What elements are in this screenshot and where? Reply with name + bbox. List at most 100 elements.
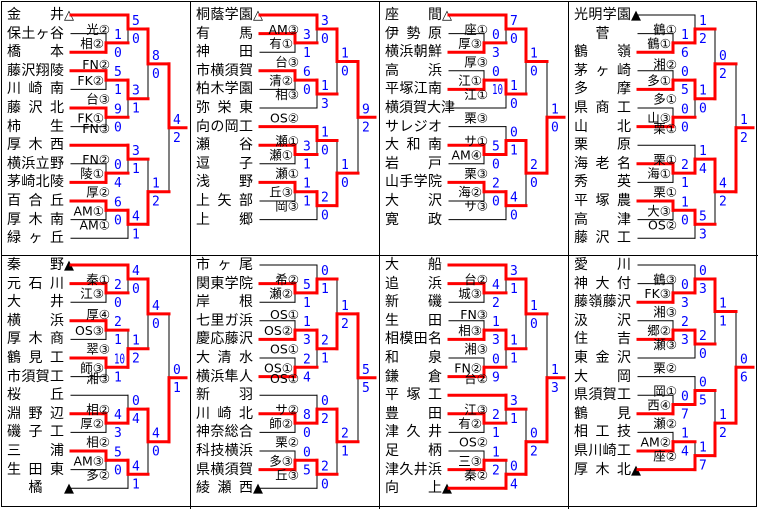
top-score: 3 (303, 28, 311, 43)
team-entry: 大岡 (574, 368, 631, 386)
umpire-label: 湘③ (464, 342, 488, 357)
top-score: 0 (699, 376, 707, 391)
top-score: 1 (699, 144, 707, 159)
team-name: 元石川 (7, 275, 64, 292)
bottom-score: 1 (321, 282, 329, 297)
team-name: 逗子 (196, 155, 253, 172)
team-entry: 大清水 (196, 349, 253, 367)
team-entry: 栗原 (574, 136, 631, 154)
top-score: 1 (152, 177, 160, 192)
bottom-score: 0 (114, 296, 122, 311)
top-score: 1 (341, 299, 349, 314)
bottom-score: 0 (114, 46, 122, 61)
team-name: 瀬谷 (196, 137, 253, 154)
seed-mark: ▲ (64, 258, 74, 273)
bottom-score: 5 (303, 463, 311, 478)
team-name: 鶴見工 (7, 350, 64, 366)
umpire-label: 西④ (647, 398, 671, 413)
team-name: 相模田名 (385, 331, 442, 348)
team-name: 足柄 (385, 443, 442, 459)
bottom-score: 1 (510, 352, 518, 367)
bottom-score: 2 (341, 317, 349, 332)
top-score: 4 (152, 427, 160, 442)
team-name: 七里ガ浜 (196, 312, 253, 329)
umpire-label: 湘③ (653, 305, 677, 320)
bottom-score: 1 (303, 195, 311, 210)
top-score: 4 (132, 209, 140, 224)
top-score: 1 (719, 297, 727, 312)
bracket-lines: 相②10光②50FK②51FK①90台③31FN②80陵①04FN②31AM①6… (69, 13, 188, 242)
top-score: 0 (132, 394, 140, 409)
team-name: 鎌倉 (385, 368, 442, 385)
umpire-label: FN③ (460, 307, 488, 322)
seed-mark: ▲ (631, 462, 641, 478)
team-entry: 神奈総合 (196, 423, 253, 441)
bottom-score: 0 (321, 477, 329, 492)
umpire-label: OS① (264, 360, 293, 375)
team-entry: 豊田 (385, 405, 442, 423)
team-name: 科技横浜 (196, 443, 253, 459)
top-score: 1 (321, 79, 329, 94)
team-entry: 茅崎北陵 (7, 173, 64, 191)
team-name: 津久井浜 (385, 461, 442, 478)
team-entry: 大沢 (385, 192, 442, 210)
bottom-score: 2 (699, 32, 707, 47)
umpire-label: 厚③ (464, 55, 488, 70)
team-entry: 綾瀬西▲ (196, 479, 263, 497)
bottom-score: 1 (510, 282, 518, 297)
team-entry: 愛川 (574, 256, 631, 274)
bottom-score: 4 (681, 445, 689, 460)
top-score: 0 (681, 390, 689, 405)
team-name: 大船 (385, 257, 442, 273)
team-entry: 県横須賀 (196, 461, 253, 479)
team-name: 県須賀工 (574, 387, 631, 404)
team-name: 平塚江南 (385, 81, 442, 98)
umpire-label: 丘③ (269, 185, 293, 200)
top-score: 1 (681, 427, 689, 442)
top-score: 4 (510, 191, 518, 206)
top-score: 3 (510, 264, 518, 279)
top-score: 1 (699, 84, 707, 99)
team-name: 柏木学園 (196, 81, 253, 98)
team-name: 厚木西 (7, 137, 64, 154)
team-entry: 七里ガ浜 (196, 312, 253, 330)
team-entry: 市ヶ尾 (196, 256, 253, 274)
team-entry: 高津 (574, 211, 631, 229)
team-entry: 平塚農 (574, 192, 631, 210)
team-entry: 津久井 (385, 423, 442, 441)
team-entry: 横浜 (7, 312, 64, 330)
team-name: 高浜 (385, 62, 442, 79)
team-name: 橘 (28, 480, 43, 497)
team-entry: 平塚工 (385, 386, 442, 404)
umpire-label: 栗② (275, 435, 299, 450)
team-entry: 茅ヶ崎 (574, 62, 631, 80)
team-entry: 三浦 (7, 442, 64, 460)
team-entry: 追浜 (385, 275, 442, 293)
umpire-label: FN② (454, 360, 482, 375)
team-entry: 山手学院 (385, 173, 442, 191)
bottom-score: 0 (492, 195, 500, 210)
top-score: 0 (510, 126, 518, 141)
umpire-label: 師② (269, 416, 293, 431)
umpire-label: 海② (458, 185, 482, 200)
bottom-score: 2 (132, 352, 140, 367)
umpire-label: 大③ (647, 203, 671, 218)
top-score: 0 (321, 264, 329, 279)
bottom-score: 10 (492, 83, 503, 98)
top-score: 1 (510, 334, 518, 349)
team-entry: 神田 (196, 43, 253, 61)
umpire-label: 江③ (464, 402, 488, 417)
top-score: 4 (114, 408, 122, 423)
team-entry: 藤嶺藤沢 (574, 293, 631, 311)
bottom-score: 2 (740, 131, 748, 146)
team-name: 市須賀工 (7, 368, 64, 385)
bottom-score: 0 (681, 213, 689, 228)
top-score: 0 (303, 445, 311, 460)
team-entry: 橋本 (7, 43, 64, 61)
bracket-lines: FK③03鶴③03郷②23瀬③20湘③11西④07岡①05AM②14座②17瀬②… (636, 264, 755, 474)
bottom-score: 4 (303, 370, 311, 385)
team-entry: 県須賀工 (574, 386, 631, 404)
umpire-label: OS③ (75, 323, 104, 338)
top-score: 6 (114, 195, 122, 210)
top-score: 0 (321, 394, 329, 409)
